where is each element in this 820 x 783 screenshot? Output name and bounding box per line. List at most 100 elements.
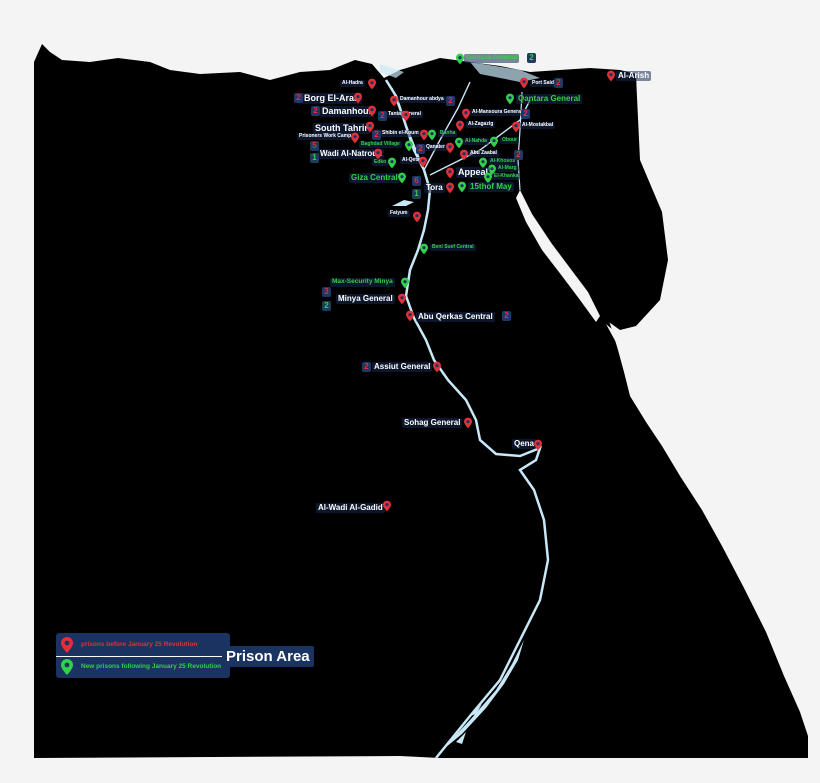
- prison-label-baghdad-village: Baghdad Village: [359, 141, 402, 148]
- map-pin-green-icon[interactable]: [506, 93, 514, 105]
- map-pin-red-icon[interactable]: [462, 108, 470, 120]
- map-pin-red-icon[interactable]: [406, 310, 414, 322]
- prison-label-prisoners-work-camp: Prisoners Work Camp: [297, 133, 354, 140]
- map-pin-red-icon[interactable]: [464, 417, 472, 429]
- prison-label-al-marg: Al-Marg: [496, 165, 519, 172]
- prison-label-banha: Banha: [438, 130, 458, 137]
- prison-label-al-khosos: Al-Khosos: [488, 158, 517, 165]
- map-pin-red-icon[interactable]: [351, 132, 359, 144]
- coastal-lakes: [380, 62, 540, 82]
- prison-label-assiut-general: Assiut General: [372, 362, 433, 372]
- map-pin-green-icon[interactable]: [420, 243, 428, 255]
- map-pin-red-icon[interactable]: [607, 70, 615, 82]
- prison-label-al-hadra: Al-Hadra: [340, 80, 365, 87]
- map-pin-red-icon[interactable]: [413, 211, 421, 223]
- prison-label-giza-central: Giza Central: [349, 173, 400, 183]
- map-pin-green-icon[interactable]: [405, 140, 413, 152]
- prison-label-damanhour: Damanhour: [320, 106, 375, 117]
- map-pin-red-icon[interactable]: [366, 121, 374, 133]
- map-pin-red-icon[interactable]: [534, 439, 542, 451]
- prison-label-qantara-general: Qantara General: [516, 94, 583, 104]
- map-pin-red-icon[interactable]: [520, 77, 528, 89]
- prison-label-south-tahrir: South Tahrir: [313, 123, 370, 134]
- prison-label-edko: Edko: [372, 159, 389, 166]
- prison-label-tora: Tora: [424, 183, 445, 193]
- prison-label-sohag-general: Sohag General: [402, 418, 463, 428]
- gulf-of-suez: [516, 190, 600, 322]
- map-pin-red-icon[interactable]: [420, 129, 428, 141]
- prison-label-faiyum: Faiyum: [388, 210, 410, 217]
- map-pin-red-icon[interactable]: [398, 293, 406, 305]
- map-pin-green-icon[interactable]: [398, 172, 406, 184]
- map-pin-red-icon[interactable]: [419, 156, 427, 168]
- prison-label-qena: Qena: [512, 439, 537, 449]
- map-pin-red-icon[interactable]: [402, 110, 410, 122]
- prison-count-badge: 2: [362, 362, 371, 372]
- map-pin-red-icon[interactable]: [456, 120, 464, 132]
- map-pin-green-icon[interactable]: [456, 53, 464, 65]
- prison-label-wadi-al-natroun: Wadi Al-Natroun: [318, 149, 385, 159]
- map-pin-red-icon[interactable]: [368, 105, 376, 117]
- map-pin-green-icon[interactable]: [455, 137, 463, 149]
- map-pin-green-icon[interactable]: [490, 136, 498, 148]
- prison-count-badge: 2: [372, 130, 381, 140]
- lake-qarun: [392, 200, 414, 206]
- map-pin-green-icon[interactable]: [479, 157, 487, 169]
- prison-label-damanhour-abdya: Damanhour abdya: [398, 96, 446, 103]
- prison-count-badge: 2: [527, 53, 536, 63]
- map-pin-green-icon[interactable]: [428, 129, 436, 141]
- legend-old-label: prisons before January 25 Revolution: [81, 641, 198, 648]
- new-prison-count-badge: 1: [310, 153, 319, 163]
- prison-label-al-nahda: Al-Nahda: [463, 138, 489, 145]
- prison-label-beni-suef-central: Beni Suef Central: [430, 244, 476, 251]
- prison-label-appeal: Appeal: [456, 167, 491, 178]
- prison-label-al-zagazig: Al-Zagazig: [466, 121, 496, 128]
- egypt-land: [34, 44, 808, 758]
- prison-count-badge: 2: [554, 78, 563, 88]
- new-prison-count-badge: 2: [322, 301, 331, 311]
- prison-label-15-of-may: 15thof May: [468, 182, 514, 192]
- map-pin-red-icon[interactable]: [512, 121, 520, 133]
- map-pin-red-icon[interactable]: [368, 78, 376, 90]
- map-pin-red-icon[interactable]: [390, 95, 398, 107]
- prison-label-al-mansoura-general: Al-Mansoura General: [470, 109, 525, 116]
- prison-label-minya-general: Minya General: [336, 294, 395, 304]
- prison-label-al-wadi-al-gadid: Al-Wadi Al-Gadid: [316, 503, 385, 513]
- sinai-land: [520, 76, 668, 330]
- map-pin-green-icon[interactable]: [388, 157, 396, 169]
- prison-label-al-mostakbal: Al-Mostakbal: [520, 122, 556, 129]
- legend-divider: [56, 656, 228, 657]
- prison-label-obour: Obour: [500, 137, 519, 144]
- map-pin-red-icon[interactable]: [446, 142, 454, 154]
- prison-label-abu-zaabal: Abu Zaabal: [468, 150, 499, 157]
- prison-count-badge: 2: [311, 106, 320, 116]
- map-pin-red-icon[interactable]: [383, 500, 391, 512]
- prison-count-badge: 5: [310, 141, 319, 151]
- toshka-lakes: [456, 704, 482, 744]
- map-pin-red-icon[interactable]: [446, 182, 454, 194]
- map-pin-green-icon[interactable]: [401, 277, 409, 289]
- prison-count-badge: 2: [521, 109, 530, 119]
- map-pin-red-icon[interactable]: [446, 167, 454, 179]
- prison-label-el-khanka: El-Khanka: [492, 173, 521, 180]
- legend-title: Prison Area: [222, 646, 314, 667]
- prison-label-al-qeta: Al-Qeta: [400, 157, 422, 164]
- red-sea: [606, 304, 700, 440]
- legend: prisons before January 25 Revolution New…: [56, 633, 230, 678]
- map-pin-red-icon[interactable]: [354, 92, 362, 104]
- prison-label-abu-qerkas-central: Abu Qerkas Central: [416, 312, 495, 322]
- map-pin-red-icon: [61, 637, 73, 658]
- prison-label-shibin-el-koum: Shibin el-Koum: [380, 130, 421, 137]
- prison-count-badge: 2: [416, 144, 425, 154]
- prison-count-badge: 2: [502, 311, 511, 321]
- map-pin-green-icon[interactable]: [484, 172, 492, 184]
- prison-count-badge: 2: [446, 96, 455, 106]
- map-pin-red-icon[interactable]: [433, 361, 441, 373]
- map-pin-red-icon[interactable]: [374, 148, 382, 160]
- map-pin-red-icon[interactable]: [460, 149, 468, 161]
- legend-old: prisons before January 25 Revolution: [56, 636, 230, 654]
- map-pin-green-icon[interactable]: [458, 181, 466, 193]
- legend-new: New prisons following January 25 Revolut…: [56, 658, 230, 676]
- map-pin-green-icon: [61, 659, 73, 680]
